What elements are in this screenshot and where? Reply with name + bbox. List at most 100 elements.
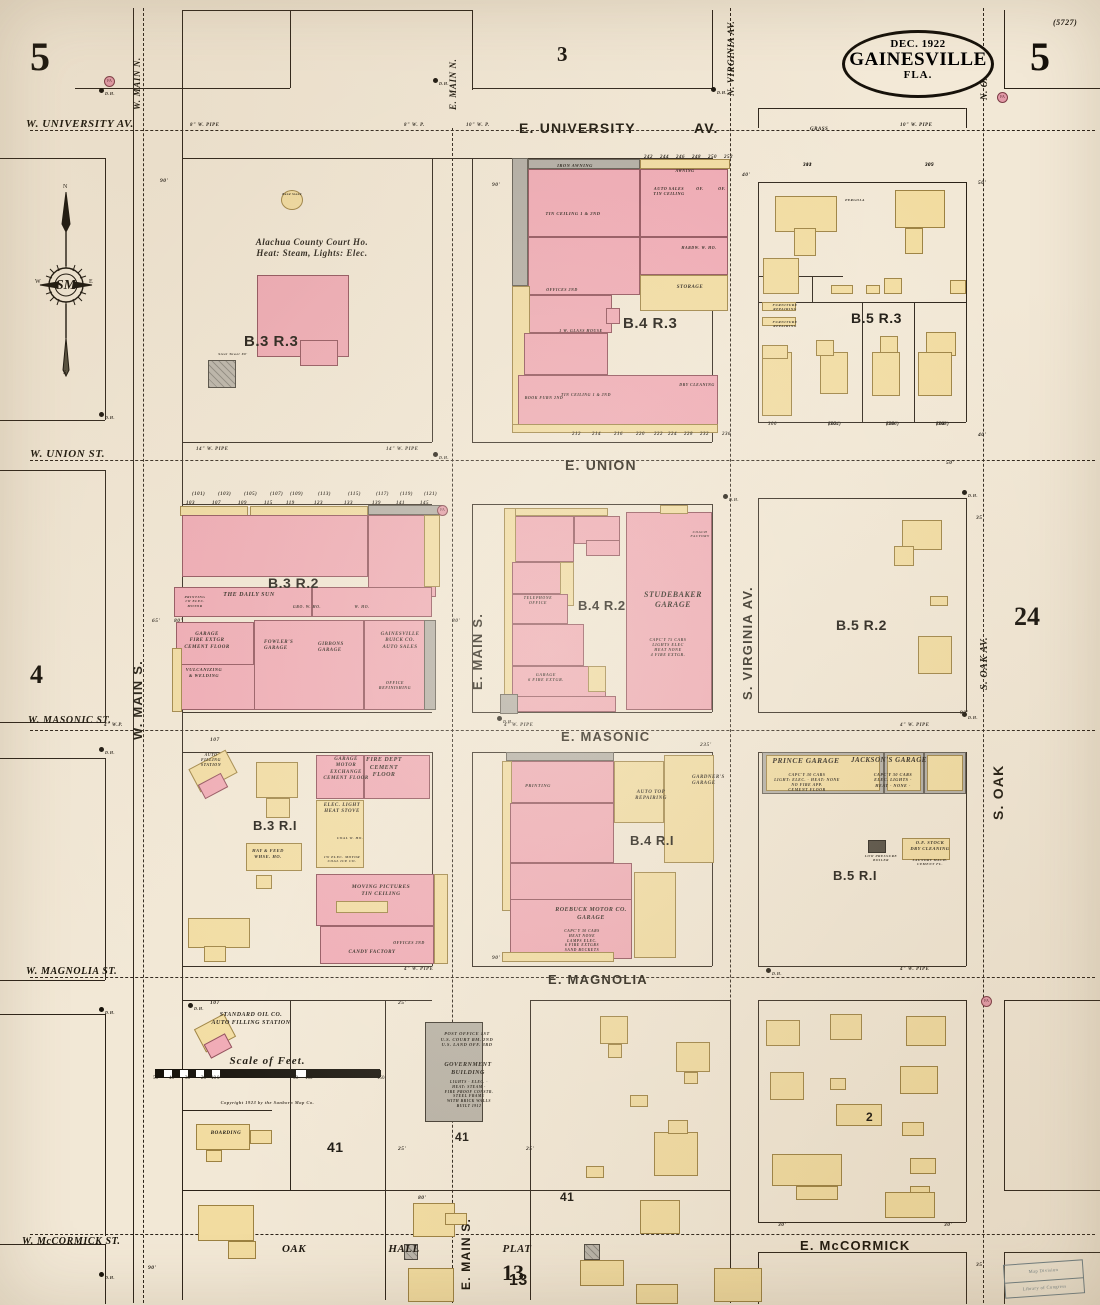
feature-label-line: ELEC. LIGHTS - (874, 777, 912, 783)
feature-label-storage: STORAGE (668, 285, 712, 291)
building-store (512, 624, 584, 666)
block-edge (966, 182, 968, 422)
feature-label-dry-cleaning-a: DRY CLEANING (677, 382, 717, 387)
street-centerline-mccormick (30, 1234, 1095, 1235)
building-dwelling-wing (894, 546, 914, 566)
feature-label-line: GARAGE (195, 632, 219, 637)
block-label: 2 (866, 1110, 874, 1124)
feature-label-line: TIN CEILING (361, 890, 401, 897)
building-prince-garage (766, 755, 880, 791)
title-state: FLA. (903, 69, 933, 81)
fire-alarm-box-marker: FA (437, 505, 448, 516)
building-store (510, 803, 614, 863)
building-shed (586, 1166, 604, 1178)
street-centerline-main (143, 8, 144, 1303)
building-dwelling-wing (608, 1044, 622, 1058)
building-dwelling-wing (204, 946, 226, 962)
feature-label-line: GOVERNMENT (444, 1062, 492, 1068)
hydrant-label: D.H. (105, 415, 115, 420)
feature-label-pergola: PERGOLA (840, 198, 870, 202)
water-pipe-note: 8" W. PIPE (190, 123, 220, 128)
address-number: 103 (186, 501, 195, 506)
lot-line (385, 1190, 530, 1192)
feature-label-line: TIN CEILING 1 & 2ND (561, 392, 611, 397)
door-hydrant-marker (99, 747, 104, 752)
feature-label-line: FIRE EXTGR (189, 638, 225, 644)
awning-strip (660, 505, 688, 514)
building-party-wall (512, 158, 528, 286)
street-label-e-mccormick: E. McCORMICK (800, 1238, 911, 1253)
address-number: (109) (290, 492, 304, 497)
door-hydrant-marker (962, 712, 967, 717)
block-edge (0, 1014, 105, 1016)
compass-south-needle (62, 337, 70, 378)
feature-label-line: DRY CLEANING (679, 382, 715, 387)
scale-tick-label: 50 (153, 1076, 158, 1081)
block-edge (432, 752, 434, 966)
address-number: 303 (803, 163, 812, 168)
dimension-note: 107 (210, 1000, 220, 1006)
feature-label-line: CAPC'Y 30 CARS (873, 772, 913, 777)
block-edge (758, 966, 966, 968)
feature-label-line: ELEC. LIGHT (323, 803, 361, 808)
building-garage-bay-inner (887, 755, 921, 791)
feature-label-furniture-repairing-2: FURNITURE REPAIRING (768, 320, 802, 329)
building-dwelling (198, 1205, 254, 1241)
building-dwelling (772, 1154, 842, 1186)
street-edge (290, 10, 292, 88)
hydrant-label: D.H. (717, 90, 727, 95)
feature-label-line: PRINTING (184, 595, 206, 599)
dimension-note: 30' (778, 1222, 787, 1228)
feature-label-coach-factory-note: COACH FACTORY (685, 530, 715, 539)
compass-north-needle (61, 191, 71, 234)
feature-label-line: BUICK CO. (385, 638, 415, 644)
feature-label-fowlers-garage: FOWLER'S GARAGE (264, 640, 293, 653)
block-edge (0, 758, 105, 760)
feature-label-line: THE DAILY SUN (223, 592, 275, 598)
lot-line (290, 1000, 292, 1190)
building-dwelling-wing (684, 1072, 698, 1084)
compass-label-e: E (89, 279, 93, 285)
feature-label-line: 1 W. GLASS HOUSE (559, 328, 603, 333)
street-label-e-union: E. UNION (565, 457, 637, 473)
dimension-note: 40' (978, 432, 987, 438)
fire-alarm-box-marker: FA (997, 92, 1008, 103)
street-centerline-oak (983, 8, 984, 1303)
feature-label-line: PLAT (502, 1243, 532, 1255)
hydrant-label: D.H. (968, 493, 978, 498)
feature-label-line: GARDNER'S GARAGE (692, 775, 724, 787)
building-studebaker-garage (626, 512, 712, 710)
address-number: 141 (396, 501, 405, 506)
door-hydrant-marker (766, 968, 771, 973)
building-stage (336, 901, 388, 913)
feature-label-line: MOVING PICTURES (351, 884, 411, 890)
street-centerline-masonic (30, 730, 1095, 731)
feature-label-line: FILLING (201, 757, 221, 762)
awning-strip (508, 508, 608, 516)
building-dwelling (906, 1016, 946, 1046)
block-edge (182, 966, 432, 968)
block-label: 41 (455, 1130, 470, 1144)
feature-label-line: 1W ELEC. MOTOR (185, 599, 205, 608)
block-edge (472, 158, 712, 160)
water-pipe-note: 4" W.P. (104, 723, 123, 728)
feature-label-line: VULCANIZING (185, 667, 223, 672)
block-edge (758, 182, 966, 184)
feature-label-book-furn: BOOK FURN 2ND (524, 395, 564, 400)
feature-label-line: STUDEBAKER (644, 590, 702, 599)
building-store (528, 169, 640, 237)
building-candy-factory (320, 926, 434, 964)
feature-label-line: IRON AWNING (557, 163, 593, 168)
building-warehouse (312, 587, 432, 617)
feature-label-line: GAINESVILLE (380, 632, 420, 637)
street-label-e-main-s-bottom: E. MAIN S. (459, 1217, 473, 1290)
block-label: B.4 R.3 (623, 315, 678, 332)
feature-label-line: BUILDING (451, 1069, 485, 1076)
street-edge (472, 10, 474, 90)
door-hydrant-marker (99, 88, 104, 93)
block-edge (758, 712, 966, 714)
